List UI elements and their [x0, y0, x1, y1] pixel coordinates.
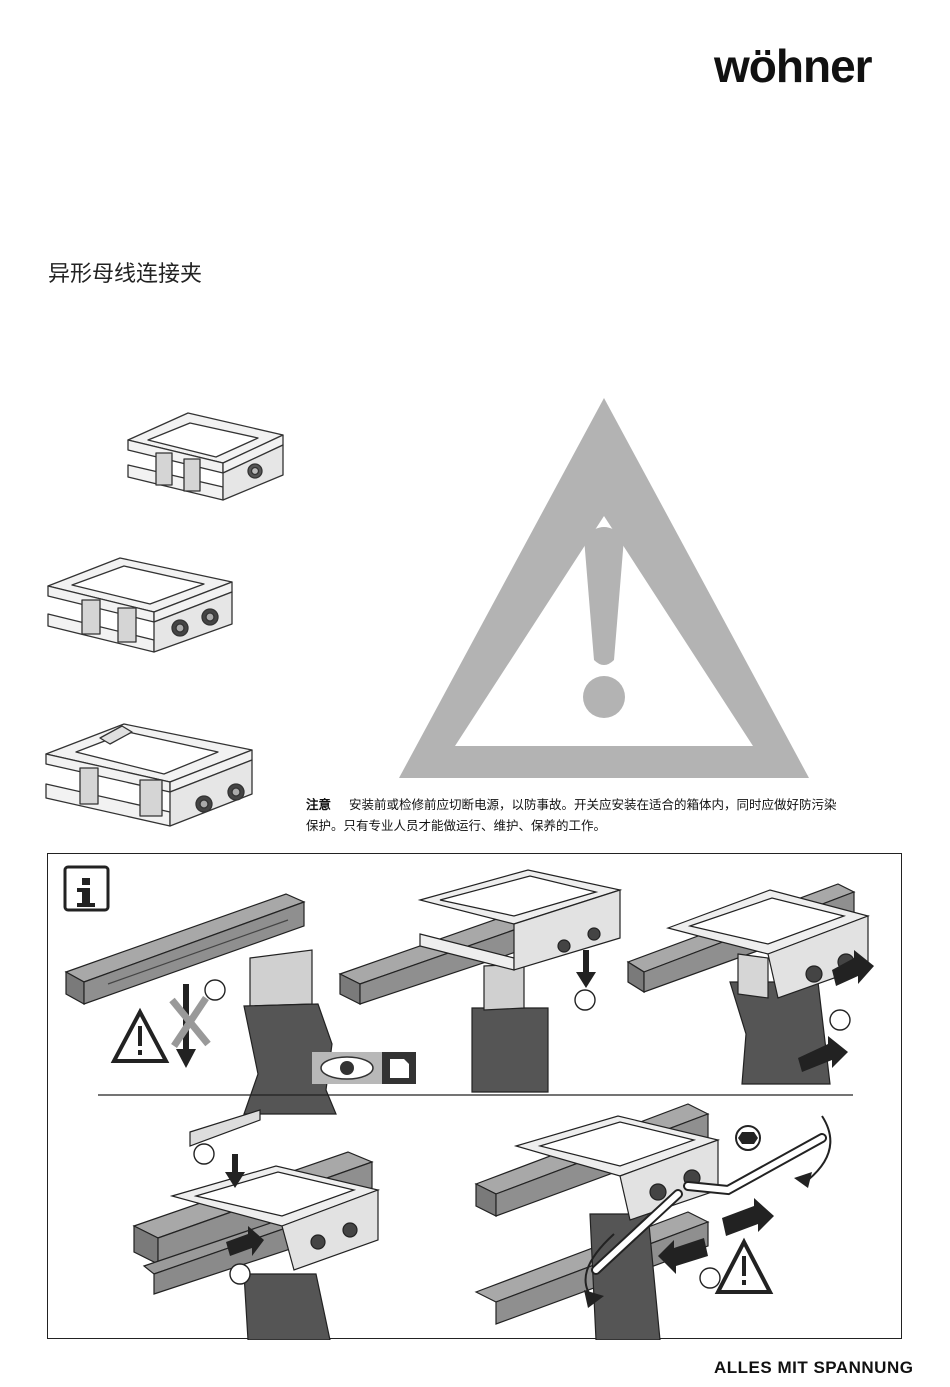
document-icon — [382, 1052, 416, 1084]
step-marker-4 — [194, 1144, 214, 1164]
warning-triangle-icon-small — [114, 1012, 166, 1061]
hex-socket-icon — [736, 1126, 760, 1150]
info-icon — [65, 867, 108, 910]
eye-icon — [312, 1052, 382, 1084]
warning-triangle-icon-small-2 — [718, 1242, 770, 1292]
installation-instructions — [47, 853, 902, 1339]
brand-logo: wöhner — [714, 36, 904, 96]
product-image-medium — [42, 552, 242, 662]
warning-note-label: 注意 — [306, 797, 331, 812]
warning-notice: 注意安装前或检修前应切断电源，以防事故。开关应安装在适合的箱体内，同时应做好防污… — [306, 794, 846, 836]
product-image-small — [118, 405, 293, 510]
profile-busbar-1 — [244, 950, 336, 1114]
step-marker-3 — [830, 1010, 850, 1030]
step-marker-1 — [205, 980, 225, 1000]
footer-slogan: ALLES MIT SPANNUNG — [714, 1358, 913, 1378]
step-marker-5 — [230, 1264, 250, 1284]
step-marker-2 — [575, 990, 595, 1010]
warning-text: 安装前或检修前应切断电源，以防事故。开关应安装在适合的箱体内，同时应做好防污染保… — [306, 797, 837, 833]
warning-triangle-icon — [398, 398, 810, 780]
crossed-arrow-icon — [172, 984, 208, 1068]
step-marker-6 — [700, 1268, 720, 1288]
page-title: 异形母线连接夹 — [48, 256, 202, 288]
installation-steps-illustration — [48, 854, 903, 1340]
product-image-large — [40, 718, 265, 836]
